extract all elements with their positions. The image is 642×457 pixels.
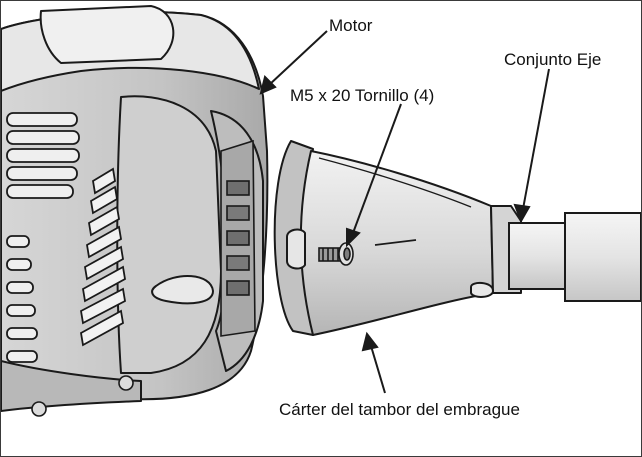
callout-shaft-line — [522, 68, 550, 210]
clutch-housing — [273, 140, 522, 336]
label-motor: Motor — [329, 16, 373, 35]
callout-carter-line — [370, 345, 386, 394]
callout-carter-arrow — [361, 331, 379, 352]
callout-shaft-arrow — [513, 203, 531, 224]
motor-bottom-bolts — [31, 375, 134, 417]
callout-lines — [259, 30, 550, 394]
motor-left-vents — [6, 112, 80, 363]
label-tornillo: M5 x 20 Tornillo (4) — [290, 86, 435, 105]
shaft-assembly — [508, 212, 641, 302]
m5-screw — [318, 242, 354, 266]
motor-side-vents — [80, 167, 126, 347]
callout-motor-arrow — [259, 75, 277, 95]
callout-screw-arrow — [346, 227, 361, 248]
label-conjunto-eje: Conjunto Eje — [504, 50, 602, 69]
callout-screw-line — [352, 103, 402, 234]
motor-handle-knob — [151, 274, 215, 305]
label-carter: Cárter del tambor del embrague — [279, 400, 520, 419]
motor-clutch-fins — [220, 139, 256, 337]
callout-motor-line — [268, 30, 328, 86]
